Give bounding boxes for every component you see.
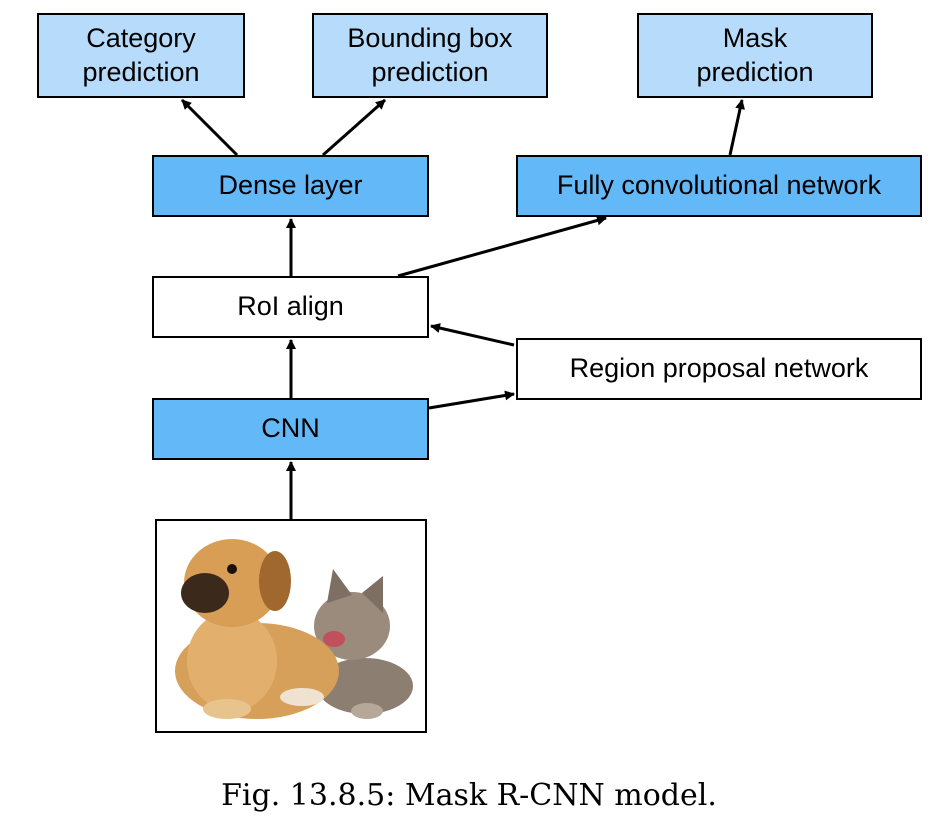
bounding-box-prediction-box: Bounding box prediction: [312, 13, 548, 98]
kitten-mouth: [323, 631, 345, 647]
category-prediction-box: Category prediction: [37, 13, 245, 98]
arrow-cnn-to-rpn: [428, 390, 515, 410]
pets-photo: [175, 539, 413, 719]
dog-muzzle: [181, 573, 229, 613]
kitten-ear-right: [362, 576, 383, 613]
dog-ear: [259, 551, 291, 611]
figure-caption: Fig. 13.8.5: Mask R-CNN model.: [221, 778, 717, 813]
dense-layer-box: Dense layer: [152, 155, 429, 217]
arrow-dense-to-bbox: [322, 98, 386, 157]
fully-convolutional-network-box: Fully convolutional network: [516, 155, 922, 217]
dog-paw-right: [280, 688, 324, 706]
input-image: [155, 519, 427, 733]
arrow-roi-to-fcn: [397, 215, 607, 278]
arrow-dense-to-category: [180, 98, 239, 157]
arrow-rpn-to-roi: [430, 323, 515, 347]
arrow-fcn-to-mask: [728, 99, 745, 156]
kitten-ear-left: [327, 569, 352, 603]
region-proposal-network-box: Region proposal network: [516, 338, 922, 400]
kitten-body: [317, 658, 413, 714]
mask-prediction-box: Mask prediction: [637, 13, 873, 98]
dog-paw-left: [203, 699, 251, 719]
roi-align-box: RoI align: [152, 276, 429, 338]
dog-eye: [227, 564, 237, 574]
kitten-paw: [351, 703, 383, 719]
cnn-box: CNN: [152, 398, 429, 460]
dog-chest: [187, 611, 277, 711]
